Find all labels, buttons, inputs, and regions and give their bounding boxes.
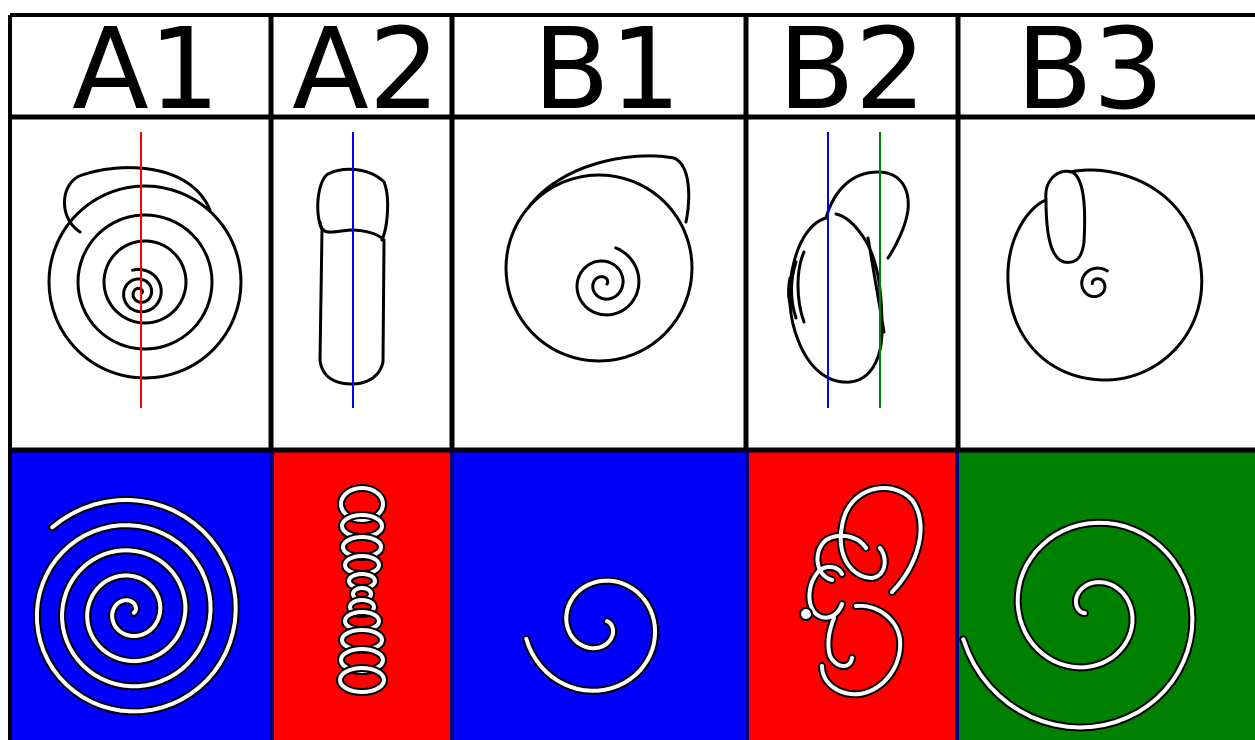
label-A1: A1 — [72, 5, 220, 135]
shell-B3-drawing — [1008, 170, 1202, 380]
shell-B1-drawing — [506, 156, 692, 361]
label-B2: B2 — [778, 5, 926, 135]
shell-B2-drawing — [789, 172, 909, 382]
label-A2: A2 — [292, 5, 440, 135]
label-B3: B3 — [1016, 5, 1164, 135]
label-B1: B1 — [533, 5, 681, 135]
panel-B1-color — [452, 452, 747, 740]
shell-A1-drawing — [49, 168, 241, 378]
